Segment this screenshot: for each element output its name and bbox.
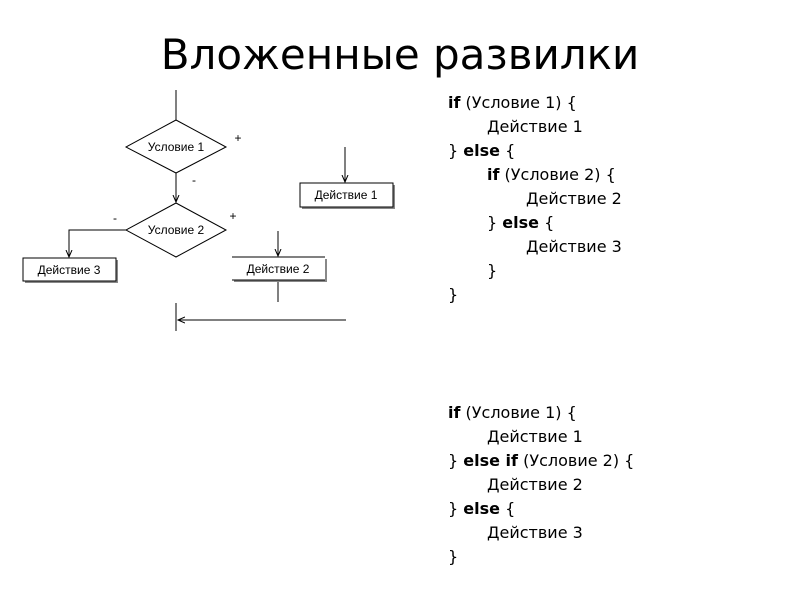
slide-title: Вложенные развилки: [160, 30, 640, 79]
code-line: Действие 3: [448, 521, 634, 545]
code-keyword: if: [448, 93, 461, 112]
code-text: (Условие 2) {: [499, 165, 616, 184]
code-text: Действие 2: [526, 189, 622, 208]
code-line: Действие 2: [448, 473, 634, 497]
code-text: }: [487, 261, 498, 280]
condition2-label: Условие 2: [148, 223, 205, 237]
code-text: {: [499, 499, 516, 518]
action1-label: Действие 1: [315, 188, 378, 202]
code-line: } else {: [448, 211, 622, 235]
code-text: (Условие 2) {: [518, 451, 635, 470]
code-text: }: [448, 285, 459, 304]
code-keyword: else: [463, 141, 500, 160]
code-text: Действие 1: [487, 117, 583, 136]
code-line: Действие 1: [448, 115, 622, 139]
code-line: Действие 1: [448, 425, 634, 449]
condition1-label: Условие 1: [148, 140, 205, 154]
code-text: Действие 3: [526, 237, 622, 256]
action1-box: [299, 182, 394, 208]
code-text: {: [538, 213, 555, 232]
code-line: Действие 2: [448, 187, 622, 211]
code-line: }: [448, 283, 622, 307]
code-keyword: if: [487, 165, 500, 184]
code-nested-if: if (Условие 1) {Действие 1} else {if (Ус…: [448, 91, 622, 307]
condition2-no-label: -: [113, 211, 117, 225]
code-line: }: [448, 545, 634, 569]
code-text: (Условие 1) {: [460, 93, 577, 112]
code-text: Действие 1: [487, 427, 583, 446]
code-text: {: [499, 141, 516, 160]
code-text: Действие 3: [487, 523, 583, 542]
code-line: }: [448, 259, 622, 283]
condition2-yes-label: +: [229, 209, 236, 223]
code-line: if (Условие 1) {: [448, 401, 634, 425]
code-line: } else {: [448, 497, 634, 521]
code-text: Действие 2: [487, 475, 583, 494]
code-text: }: [448, 141, 464, 160]
condition1-yes-label: +: [234, 131, 241, 145]
code-line: if (Условие 1) {: [448, 91, 622, 115]
code-else-if: if (Условие 1) {Действие 1} else if (Усл…: [448, 401, 634, 569]
code-keyword: else: [502, 213, 539, 232]
code-text: }: [487, 213, 503, 232]
code-text: }: [448, 499, 464, 518]
arrow-c2-no: [69, 229, 126, 257]
code-line: } else if (Условие 2) {: [448, 449, 634, 473]
condition2-diamond: [124, 202, 228, 258]
code-text: }: [448, 547, 459, 566]
code-keyword: if: [448, 403, 461, 422]
code-line: if (Условие 2) {: [448, 163, 622, 187]
code-keyword: else: [463, 499, 500, 518]
code-line: } else {: [448, 139, 622, 163]
action2-label: Действие 2: [247, 262, 310, 276]
action3-label: Действие 3: [38, 263, 101, 277]
action3-box: [22, 257, 117, 282]
code-text: (Условие 1) {: [460, 403, 577, 422]
code-keyword: else if: [463, 451, 518, 470]
code-text: }: [448, 451, 464, 470]
condition1-no-label: -: [192, 173, 196, 187]
code-line: Действие 3: [448, 235, 622, 259]
